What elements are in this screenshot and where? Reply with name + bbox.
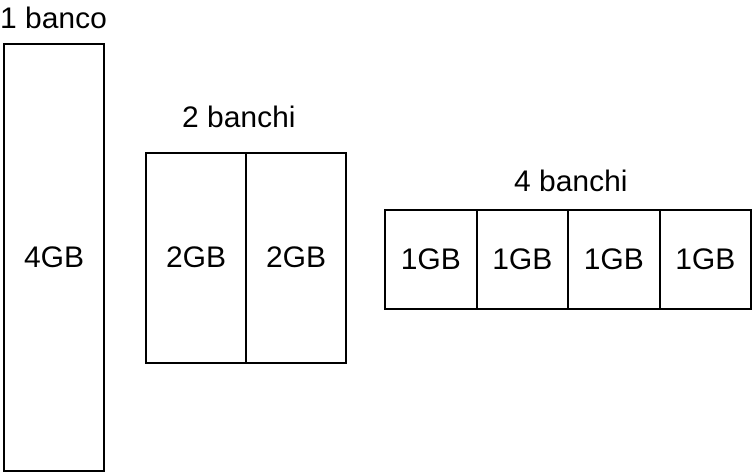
memory-module: 1GB [400,242,461,276]
bank-group-2: 2GB 2GB [145,152,347,364]
memory-module: 1GB [475,211,568,308]
group-title-4-banchi: 4 banchi [514,165,628,198]
bank-group-4: 1GB 1GB 1GB 1GB [384,209,752,310]
group-title-2-banchi: 2 banchi [182,101,296,134]
memory-module: 4GB [23,240,85,274]
memory-module: 1GB [567,211,659,308]
memory-module: 2GB [245,154,345,362]
group-title-1-banco: 1 banco [0,2,107,35]
memory-module: 2GB [165,241,227,274]
bank-group-1: 4GB [3,43,105,472]
memory-module: 1GB [658,211,751,308]
